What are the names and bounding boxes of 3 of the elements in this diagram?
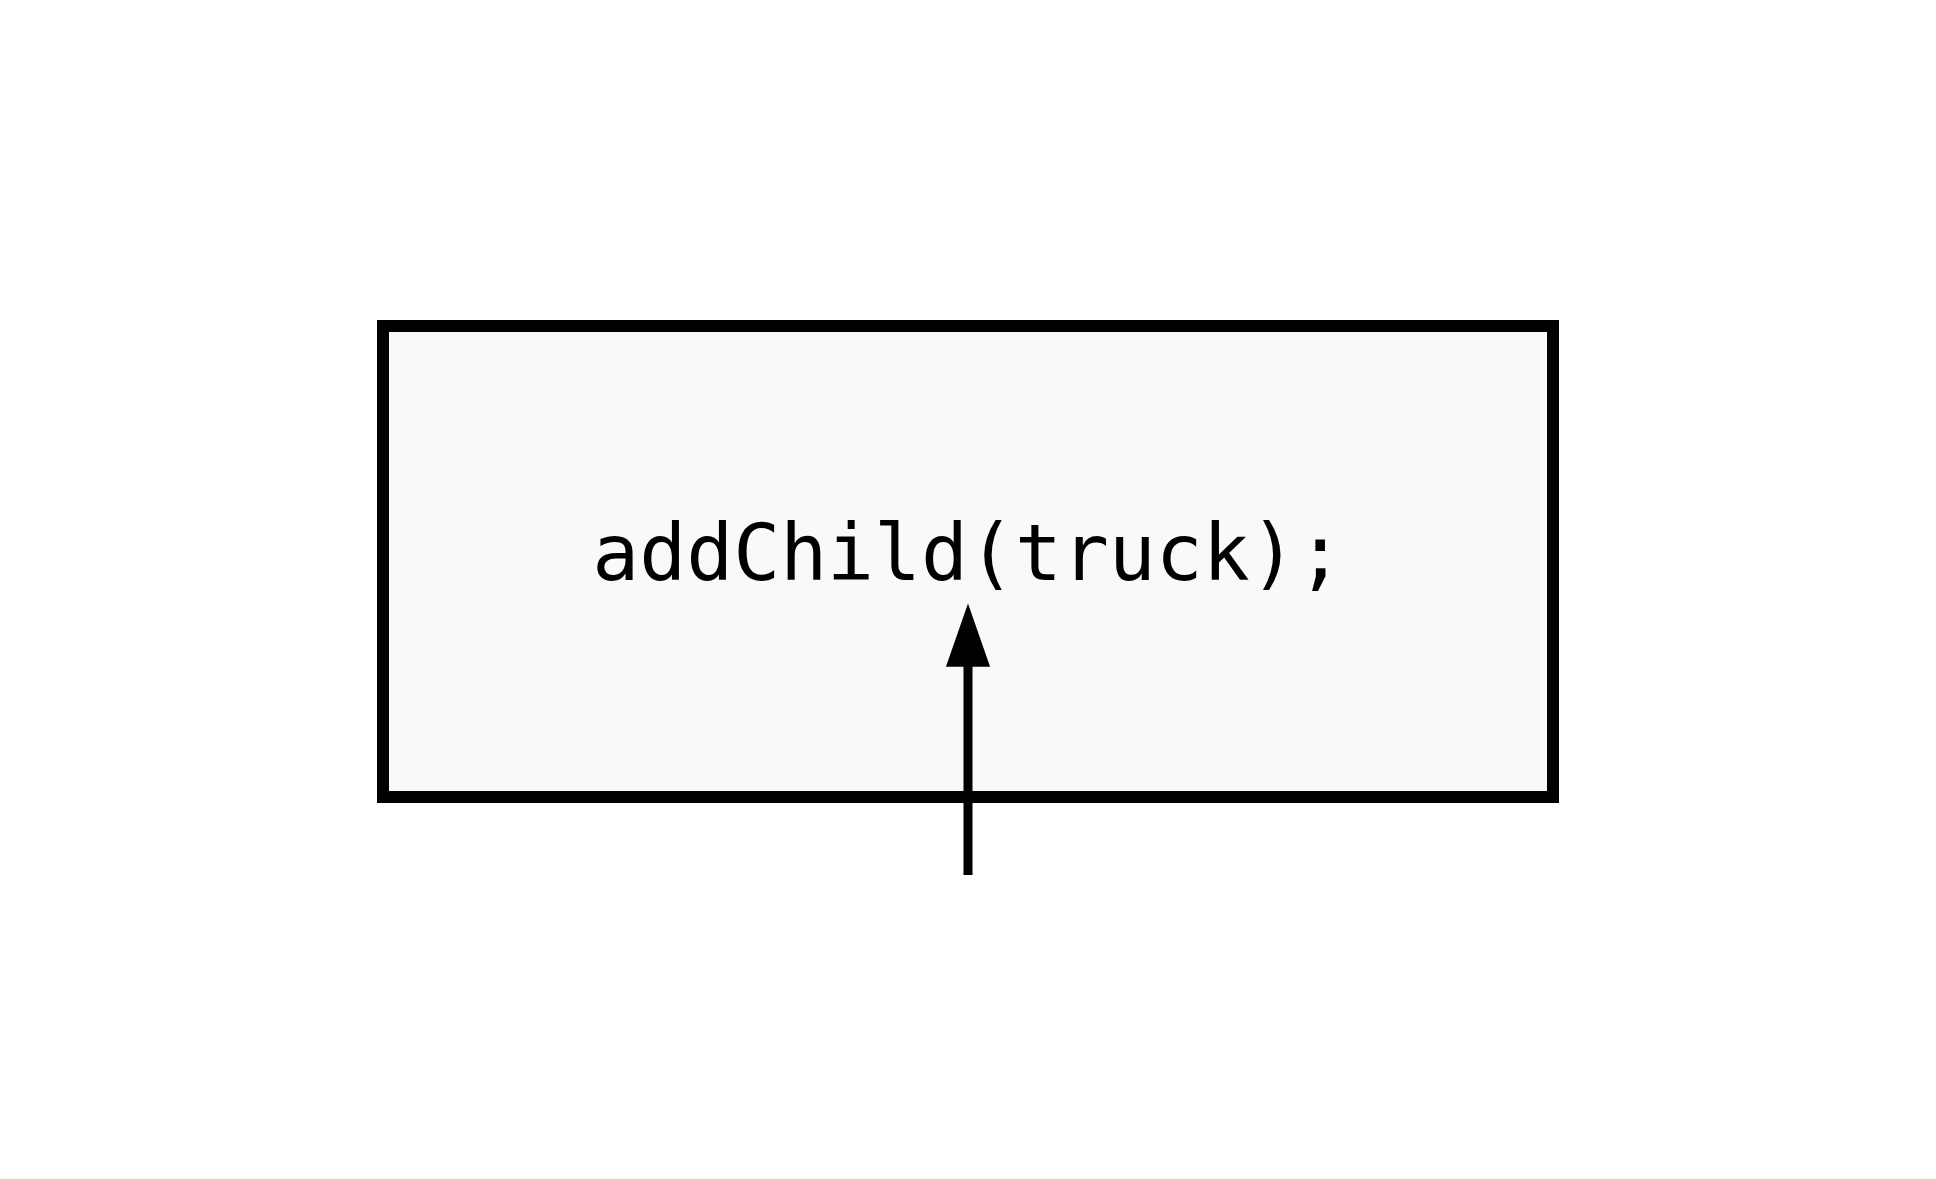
arrow	[945, 603, 991, 875]
node-text: addChild(truck);	[592, 507, 1344, 598]
cluster	[377, 319, 1559, 803]
